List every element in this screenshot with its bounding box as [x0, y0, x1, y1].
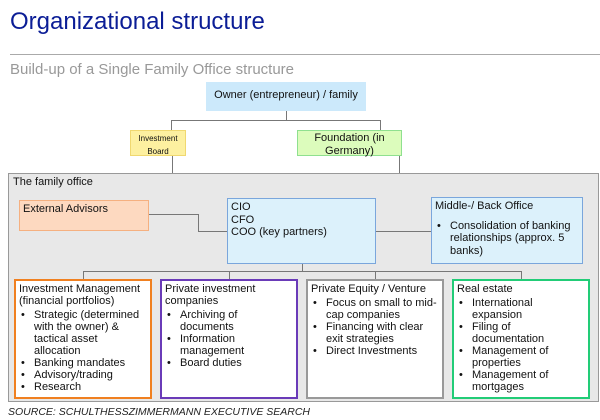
middle-back-office-title: Middle-/ Back Office [435, 200, 534, 212]
owner-box: Owner (entrepreneur) / family [206, 82, 366, 111]
list-item: Board duties [165, 357, 293, 369]
connector [399, 155, 400, 173]
list-item: Focus on small to mid-cap companies [311, 297, 439, 321]
unit-title: Real estate [457, 283, 513, 295]
list-item: International expansion [457, 297, 585, 321]
executive-cio: CIO [231, 201, 251, 213]
connector [171, 120, 380, 121]
connector [376, 231, 431, 232]
foundation-label: Foundation (in Germany) [314, 132, 385, 157]
list-item: Filing of documentation [457, 321, 585, 345]
executive-cfo: CFO [231, 213, 255, 226]
connector [286, 110, 287, 120]
list-item: Archiving of documents [165, 309, 293, 333]
list-item: Banking mandates [19, 357, 147, 369]
list-item: Direct Investments [311, 345, 439, 357]
connector [172, 155, 173, 173]
list-item: Strategic (determined with the owner) & … [19, 309, 147, 357]
connector [302, 263, 303, 272]
subtitle: Build-up of a Single Family Office struc… [10, 61, 295, 78]
owner-label: Owner (entrepreneur) / family [214, 89, 358, 101]
connector [148, 214, 198, 215]
connector [83, 271, 522, 272]
list-item: Management of mortgages [457, 369, 585, 393]
unit-title: Private Equity / Venture [311, 283, 426, 295]
connector [198, 214, 199, 232]
unit-title: Private investment companies [165, 283, 256, 307]
list-item: Management of properties [457, 345, 585, 369]
external-advisors-label: External Advisors [23, 203, 108, 215]
investment-board-label: Investment Board [138, 134, 178, 156]
external-advisors-box: External Advisors [19, 200, 149, 231]
unit-box: Private investment companiesArchiving of… [160, 279, 298, 399]
unit-box: Investment Management (financial portfol… [14, 279, 152, 399]
investment-board-box: Investment Board [130, 130, 186, 156]
list-item: Financing with clear exit strategies [311, 321, 439, 345]
connector [198, 231, 227, 232]
list-item: Advisory/trading [19, 369, 147, 381]
middle-back-office-box: Middle-/ Back Office Consolidation of ba… [431, 197, 583, 264]
unit-title: Investment Management (financial portfol… [19, 283, 141, 307]
list-item: Research [19, 381, 147, 393]
connector [380, 120, 381, 130]
foundation-box: Foundation (in Germany) [297, 130, 402, 157]
connector [171, 120, 172, 130]
page-title: Organizational structure [10, 8, 265, 35]
connector [83, 271, 84, 279]
connector [375, 271, 376, 279]
source-note: SOURCE: SCHULTHESSZIMMERMANN EXECUTIVE S… [8, 406, 311, 418]
connector [229, 271, 230, 279]
executive-coo: COO (key partners) [231, 226, 327, 238]
unit-box: Private Equity / VentureFocus on small t… [306, 279, 444, 399]
executives-box: CIO CFO COO (key partners) [227, 198, 376, 264]
list-item: Information management [165, 333, 293, 357]
family-office-label: The family office [13, 176, 93, 188]
list-item: Consolidation of banking relationships (… [435, 220, 579, 258]
divider [10, 54, 600, 55]
unit-box: Real estateInternational expansionFiling… [452, 279, 590, 399]
connector [521, 271, 522, 279]
